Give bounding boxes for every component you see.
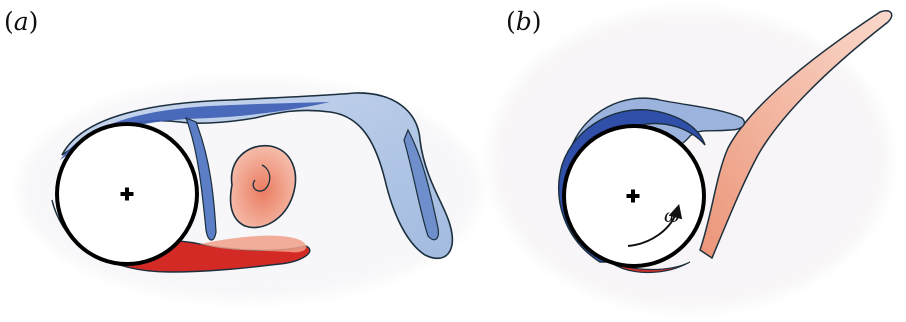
positive-vortex-spiral bbox=[252, 164, 271, 192]
center-plus-icon bbox=[120, 187, 134, 201]
rotation-rate-label: ω bbox=[664, 205, 680, 227]
negative-vorticity-strand bbox=[184, 116, 217, 241]
panel-a-label: (a) bbox=[4, 7, 38, 36]
positive-vortex bbox=[229, 144, 297, 229]
positive-vorticity-tail bbox=[699, 10, 893, 260]
panel-b: (b) ω bbox=[490, 7, 893, 310]
positive-vorticity-wash bbox=[200, 235, 307, 253]
rotation-arrow-icon bbox=[627, 203, 683, 247]
negative-vorticity-shear-layer bbox=[61, 92, 454, 260]
center-plus-icon bbox=[626, 189, 640, 203]
positive-vorticity-sliver bbox=[609, 261, 691, 274]
panel-b-label: (b) bbox=[506, 7, 542, 36]
panel-a: (a) bbox=[4, 7, 480, 300]
negative-vorticity-filament bbox=[403, 128, 439, 241]
